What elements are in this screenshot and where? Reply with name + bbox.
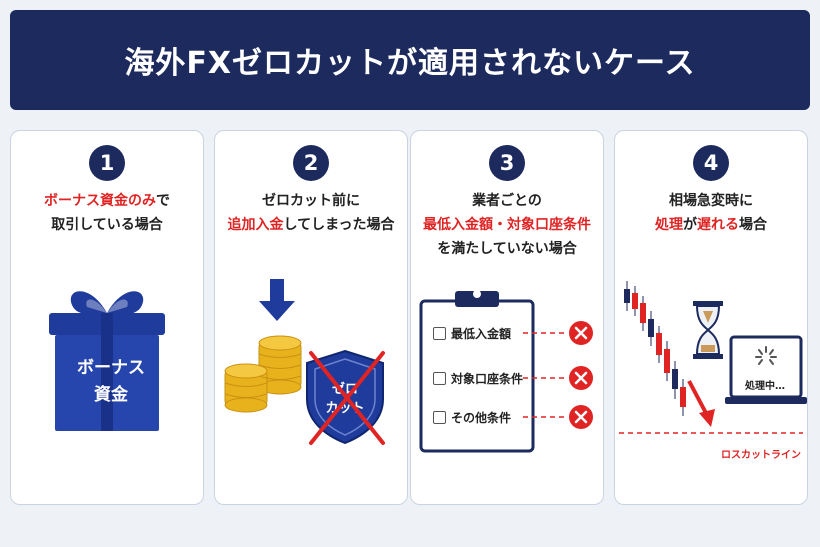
checklist-item-1: 最低入金額: [433, 323, 511, 343]
spinner-icon: [755, 346, 777, 365]
checkbox-icon: [433, 326, 446, 340]
case-card-1: 1 ボーナス資金のみで 取引している場合 ボーナス 資金: [10, 130, 204, 505]
case-number-4: 4: [693, 145, 729, 181]
down-arrow-icon: [687, 380, 715, 427]
checkbox-icon: [433, 371, 446, 385]
coins-icon: [224, 335, 302, 413]
gift-label: ボーナス 資金: [77, 358, 145, 405]
deposit-illustration: ゼロ カット: [224, 279, 385, 445]
clipboard-icon: [419, 290, 593, 453]
down-arrow-icon: [259, 279, 295, 321]
candlestick-icon: [624, 281, 686, 416]
x-circle-icon: [569, 321, 593, 429]
checklist-item-2: 対象口座条件: [433, 368, 523, 388]
checklist-item-3: その他条件: [433, 407, 511, 427]
case-description-4: 相場急変時に 処理が遅れる場合: [655, 193, 767, 233]
page-title: 海外FXゼロカットが適用されないケース: [124, 46, 696, 81]
monitor-icon: [725, 335, 807, 404]
case-number-2: 2: [293, 145, 329, 181]
market-crash-illustration: [619, 281, 807, 434]
case-card-4: 4 相場急変時に 処理が遅れる場合: [614, 130, 808, 505]
title-banner: 海外FXゼロカットが適用されないケース: [10, 10, 810, 110]
case-card-2: 2 ゼロカット前に 追加入金してしまった場合: [214, 130, 408, 505]
case-description-1: ボーナス資金のみで 取引している場合: [44, 193, 170, 233]
processing-text: 処理中…: [745, 381, 785, 392]
gift-icon: [49, 291, 165, 431]
case-description-2: ゼロカット前に 追加入金してしまった場合: [227, 193, 395, 233]
case-card-3: 3 業者ごとの 最低入金額・対象口座条件 を満たしていない場合 最低入金額: [410, 130, 604, 505]
checkbox-icon: [433, 410, 446, 424]
case-description-3: 業者ごとの 最低入金額・対象口座条件 を満たしていない場合: [423, 193, 591, 257]
hourglass-icon: [693, 301, 723, 359]
case-number-1: 1: [89, 145, 125, 181]
case-number-3: 3: [489, 145, 525, 181]
cross-icon: [309, 351, 385, 445]
losscut-line-label: ロスカットライン: [721, 450, 801, 461]
